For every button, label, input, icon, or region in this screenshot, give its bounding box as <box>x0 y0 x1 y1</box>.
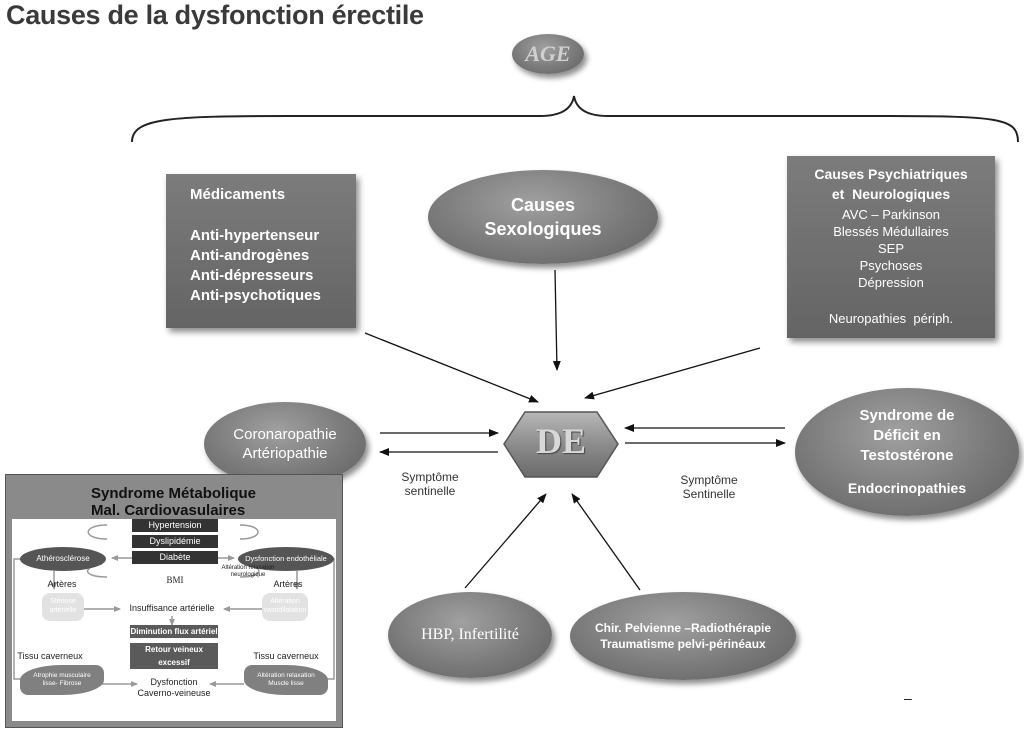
hbp-label: HBP, Infertilité <box>421 626 519 643</box>
atherosclerose-label: Athérosclérose <box>36 554 90 563</box>
page-title: Causes de la dysfonction érectile <box>6 0 424 30</box>
age-label: AGE <box>525 41 571 66</box>
psychiatriques-heading-1: Causes Psychiatriques <box>814 166 968 182</box>
sexologiques-ellipse: Causes Sexologiques <box>428 170 658 264</box>
arteres-left-label: Artères <box>47 579 77 589</box>
sexologiques-label: Causes Sexologiques <box>484 195 602 239</box>
psychiatriques-heading-2: et Neurologiques <box>831 186 951 202</box>
symptome-sentinelle-left: Symptôme sentinelle <box>385 470 475 498</box>
vasodilatation-cylinder: Altération vasodilatation <box>262 593 308 621</box>
psychiatriques-item: AVC – Parkinson <box>841 207 941 222</box>
deficit-line2: Déficit en <box>873 427 941 444</box>
atrophie-line2: lisse- Fibrose <box>42 680 82 687</box>
dysfonction-cv-line1: Dysfonction <box>150 677 198 687</box>
retour-bar: Retour veineux excessif <box>130 643 218 669</box>
psychiatriques-box: Causes Psychiatriques et Neurologiques A… <box>787 156 995 338</box>
hypertension-bar: Hypertension <box>132 519 218 532</box>
medicaments-box: Médicaments Anti-hypertenseur Anti-andro… <box>166 174 356 328</box>
chir-line1: Chir. Pelvienne –Radiothérapie <box>594 621 772 635</box>
medicament-item: Anti-psychotiques <box>190 287 321 304</box>
arrow-psychiatriques-de <box>584 347 761 400</box>
dysfonction-endo-ellipse: Dysfonction endothéliale <box>238 547 334 571</box>
psychiatriques-footer: Neuropathies périph. <box>828 311 954 326</box>
de-label: DE <box>535 421 586 461</box>
inset-title-2: Mal. Cardiovasulaires <box>91 502 246 519</box>
diabete-bar: Diabète <box>132 551 218 564</box>
chir-ellipse: Chir. Pelvienne –Radiothérapie Traumatis… <box>570 592 796 680</box>
age-brace <box>131 95 1019 143</box>
symptome-right-line2: Sentinelle <box>682 487 736 501</box>
symptome-sentinelle-right: Symptôme Sentinelle <box>664 473 754 501</box>
arrow-medicaments-de <box>364 332 539 403</box>
medicaments-heading: Médicaments <box>190 186 286 203</box>
medicament-item: Anti-hypertenseur <box>190 227 320 244</box>
deficit-line1: Syndrome de <box>859 407 955 424</box>
psychiatriques-item: Dépression <box>858 275 924 290</box>
psychiatriques-item: Blessés Médullaires <box>833 224 949 239</box>
chir-line2: Traumatisme pelvi-périnéaux <box>600 637 766 651</box>
alteration-neuro-line2: neurologique <box>230 572 266 578</box>
symptome-left-line2: sentinelle <box>404 484 456 498</box>
alteration-muscle-line2: Muscle lisse <box>268 680 304 687</box>
dysfonction-cv-line2: Caverno-veineuse <box>137 688 211 698</box>
vaso-line2: vasodilatation <box>263 607 307 614</box>
tissu-left-label: Tissu caverneux <box>17 651 83 661</box>
alteration-neuro-line1: Altération relaxation <box>221 565 275 571</box>
coronaropathie-line1: Coronaropathie <box>233 426 337 443</box>
dyslipidemie-bar: Dyslipidémie <box>132 535 218 548</box>
coronaropathie-ellipse: Coronaropathie Artériopathie <box>204 402 366 486</box>
arrow-chir-de <box>571 493 641 591</box>
deficit-ellipse: Syndrome de Déficit en Testostérone Endo… <box>795 388 1019 516</box>
inset-diagram: Athérosclérose Dysfonction endothéliale … <box>12 519 336 721</box>
de-hexagon <box>503 411 619 478</box>
medicaments-list: Anti-hypertenseur Anti-androgènes Anti-d… <box>190 226 321 306</box>
metabolic-syndrome-panel: Syndrome Métabolique Mal. Cardiovasulair… <box>5 474 343 728</box>
atrophie-line1: Atrophie musculaire <box>33 672 91 679</box>
hbp-ellipse: HBP, Infertilité <box>388 592 552 678</box>
atrophie-leaf: Atrophie musculaire lisse- Fibrose <box>20 665 104 695</box>
dysfonction-endo-label: Dysfonction endothéliale <box>245 554 327 563</box>
tissu-right-label: Tissu caverneux <box>253 651 319 661</box>
psychiatriques-item: Psychoses <box>859 258 923 273</box>
vaso-line1: Altération <box>270 598 300 605</box>
alteration-muscle-line1: Altération relaxation <box>257 672 315 679</box>
stenose-cylinder: Sténose artérielle <box>42 593 84 621</box>
dysfonction-cv-label: Dysfonction Caverno-veineuse <box>130 677 218 699</box>
symptome-right-line1: Symptôme <box>680 473 738 487</box>
psychiatriques-item: SEP <box>877 241 904 256</box>
deficit-line3: Testostérone <box>860 447 954 464</box>
alteration-muscle-leaf: Altération relaxation Muscle lisse <box>244 665 328 695</box>
medicament-item: Anti-androgènes <box>190 247 310 264</box>
medicament-item: Anti-dépresseurs <box>190 267 314 284</box>
arrow-sexologiques-de <box>552 269 561 371</box>
coronaropathie-line2: Artériopathie <box>242 445 328 462</box>
dash-mark: – <box>904 690 912 706</box>
insuffisance-label: Insuffisance artérielle <box>129 603 215 613</box>
arrow-hbp-de <box>464 493 547 589</box>
diminution-bar: Diminution flux artériel <box>130 625 218 638</box>
arteres-right-label: Artères <box>273 579 303 589</box>
deficit-line4: Endocrinopathies <box>847 480 967 496</box>
symptome-left-line1: Symptôme <box>401 470 459 484</box>
stenose-line2: artérielle <box>49 607 77 614</box>
bmi-label: BMI <box>166 575 184 585</box>
inset-title-1: Syndrome Métabolique <box>91 485 257 502</box>
psychiatriques-list: AVC – Parkinson Blessés Médullaires SEP … <box>787 206 995 291</box>
atherosclerose-ellipse: Athérosclérose <box>20 547 106 571</box>
age-ellipse: AGE <box>512 34 584 74</box>
alteration-neuro-label: Altération relaxation neurologique <box>208 565 288 579</box>
stenose-line1: Sténose <box>50 598 76 605</box>
